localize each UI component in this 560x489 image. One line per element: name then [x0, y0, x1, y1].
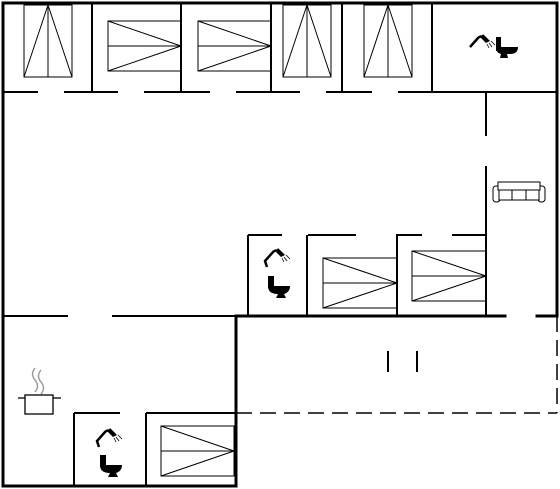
bed-6 [322, 257, 398, 309]
shower-icon [263, 248, 291, 268]
terrace-marks [387, 351, 418, 372]
shower-icon [469, 34, 496, 49]
bed-7 [411, 250, 487, 302]
toilet-icon [100, 455, 122, 477]
shower-icon [95, 428, 123, 448]
bed-5 [363, 4, 413, 78]
toilet-icon [268, 276, 290, 298]
bed-3 [197, 20, 272, 72]
bed-1 [23, 4, 73, 78]
cooking-pot-icon [18, 367, 61, 415]
sofa-icon [492, 181, 546, 203]
bed-2 [107, 20, 182, 72]
terrace-outline [236, 316, 558, 414]
bed-8 [160, 425, 235, 477]
toilet-icon [496, 37, 518, 58]
bed-4 [282, 4, 332, 78]
interior-walls [3, 3, 557, 486]
